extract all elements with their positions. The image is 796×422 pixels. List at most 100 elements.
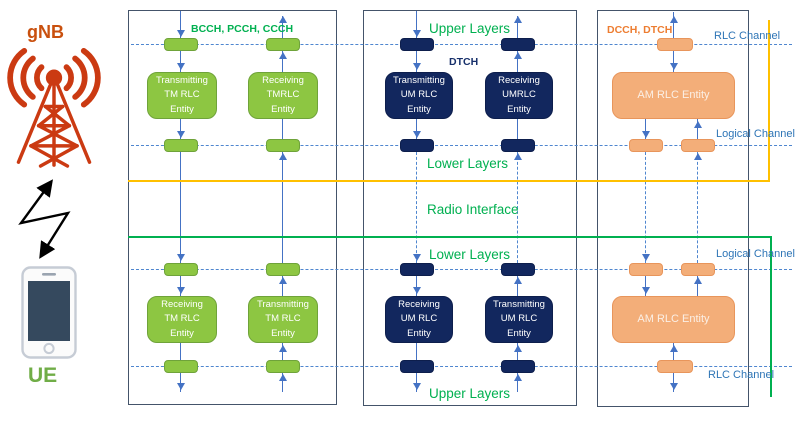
- connector-line-dashed: [517, 152, 518, 263]
- channel-port: [629, 263, 663, 276]
- arrow-down-icon: [177, 30, 185, 37]
- logical-channel-dashed-line-bottom: [131, 269, 792, 270]
- arrow-up-icon: [514, 52, 522, 59]
- ue-label: UE: [28, 364, 58, 387]
- gnb-label: gNB: [27, 22, 64, 42]
- connector-line-dashed: [416, 152, 417, 263]
- gnb-boundary-line: [128, 180, 770, 182]
- am-rlc-panel: [597, 10, 749, 407]
- channel-port: [266, 263, 300, 276]
- channel-port: [657, 38, 693, 51]
- arrow-down-icon: [177, 254, 185, 261]
- dcch-dtch-label: DCCH, DTCH: [607, 24, 673, 36]
- arrow-down-icon: [642, 131, 650, 138]
- connector-line: [645, 117, 646, 141]
- upper-layers-label-bottom: Upper Layers: [429, 386, 511, 401]
- arrow-up-icon: [514, 16, 522, 23]
- arrow-down-icon: [413, 383, 421, 390]
- arrow-up-icon: [514, 374, 522, 381]
- rlc-channel-dashed-line-bottom: [131, 366, 792, 367]
- transmitting-um-rlc-entity-box: Transmitting UM RLC Entity: [385, 72, 453, 119]
- arrow-up-icon: [694, 153, 702, 160]
- arrow-up-icon: [279, 16, 287, 23]
- rlc-channel-dashed-line-top: [131, 44, 792, 45]
- channel-port: [400, 139, 434, 152]
- arrow-down-icon: [413, 30, 421, 37]
- arrow-down-icon: [642, 287, 650, 294]
- receiving-um-rlc-entity-box: Receiving UMRLC Entity: [485, 72, 553, 119]
- arrow-up-icon: [694, 277, 702, 284]
- arrow-up-icon: [279, 345, 287, 352]
- lower-layers-label-bottom: Lower Layers: [429, 247, 511, 262]
- wireless-link-arrow-icon: [18, 179, 71, 259]
- transmitting-um-rlc-entity-box: Transmitting UM RLC Entity: [485, 296, 553, 343]
- connector-line: [645, 275, 646, 297]
- upper-layers-label-top: Upper Layers: [429, 21, 511, 36]
- channel-port: [266, 360, 300, 373]
- channel-port: [501, 38, 535, 51]
- arrow-down-icon: [413, 287, 421, 294]
- arrow-down-icon: [177, 63, 185, 70]
- receiving-tm-rlc-entity-box: Receiving TM RLC Entity: [147, 296, 217, 343]
- channel-port: [164, 263, 198, 276]
- channel-port: [501, 360, 535, 373]
- channel-port: [400, 360, 434, 373]
- channel-port: [657, 360, 693, 373]
- rlc-channel-label-bottom: RLC Channel: [708, 369, 775, 381]
- channel-port: [501, 263, 535, 276]
- connector-line: [697, 275, 698, 297]
- arrow-down-icon: [413, 63, 421, 70]
- channel-port: [681, 139, 715, 152]
- channel-port: [266, 38, 300, 51]
- rlc-channel-label-top: RLC Channel: [714, 30, 781, 42]
- arrow-down-icon: [642, 254, 650, 261]
- arrow-up-icon: [279, 153, 287, 160]
- logical-channel-label-bottom: Logical Channel: [716, 248, 795, 260]
- receiving-tm-rlc-entity-box: Receiving TMRLC Entity: [248, 72, 318, 119]
- logical-channel-label-top: Logical Channel: [716, 128, 795, 140]
- channel-port: [266, 139, 300, 152]
- channel-port: [164, 360, 198, 373]
- connector-line-dashed: [645, 152, 646, 263]
- arrow-down-icon: [670, 63, 678, 70]
- connector-line: [282, 16, 283, 392]
- smartphone-icon: [21, 266, 77, 359]
- channel-port: [164, 38, 198, 51]
- gnb-boundary-line-vertical: [768, 20, 770, 182]
- channel-port: [400, 263, 434, 276]
- channel-port: [164, 139, 198, 152]
- channel-port: [681, 263, 715, 276]
- arrow-up-icon: [670, 345, 678, 352]
- arrow-up-icon: [279, 277, 287, 284]
- channel-port: [400, 38, 434, 51]
- arrow-down-icon: [177, 287, 185, 294]
- channel-port: [629, 139, 663, 152]
- receiving-um-rlc-entity-box: Receiving UM RLC Entity: [385, 296, 453, 343]
- logical-channel-dashed-line-top: [131, 145, 792, 146]
- radio-tower-icon: [7, 47, 101, 168]
- arrow-down-icon: [177, 383, 185, 390]
- transmitting-tm-rlc-entity-box: Transmitting TM RLC Entity: [147, 72, 217, 119]
- arrow-up-icon: [514, 153, 522, 160]
- tm-rlc-panel: [128, 10, 337, 405]
- arrow-up-icon: [279, 52, 287, 59]
- arrow-down-icon: [413, 131, 421, 138]
- connector-line-dashed: [697, 152, 698, 263]
- arrow-up-icon: [694, 121, 702, 128]
- arrow-down-icon: [670, 383, 678, 390]
- arrow-up-icon: [279, 374, 287, 381]
- ue-boundary-line: [128, 236, 772, 238]
- arrow-up-icon: [514, 277, 522, 284]
- connector-line: [697, 117, 698, 141]
- um-rlc-panel: [363, 10, 577, 406]
- am-rlc-entity-box: AM RLC Entity: [612, 72, 735, 119]
- am-rlc-entity-box: AM RLC Entity: [612, 296, 735, 343]
- bcch-pcch-ccch-label: BCCH, PCCH, CCCH: [191, 23, 294, 35]
- connector-line: [180, 11, 181, 392]
- arrow-down-icon: [177, 131, 185, 138]
- transmitting-tm-rlc-entity-box: Transmitting TM RLC Entity: [248, 296, 318, 343]
- channel-port: [501, 139, 535, 152]
- lower-layers-label-top: Lower Layers: [427, 156, 509, 171]
- arrow-up-icon: [514, 345, 522, 352]
